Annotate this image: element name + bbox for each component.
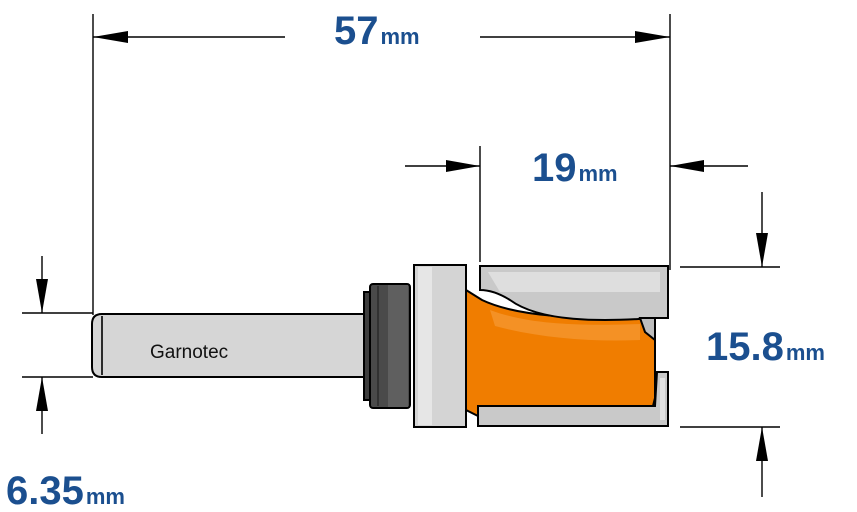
brand-label: Garnotec bbox=[150, 342, 228, 363]
overall-length-label: 57mm bbox=[334, 9, 420, 53]
shank bbox=[91, 313, 369, 378]
cutting-diameter-label: 15.8mm bbox=[706, 325, 825, 369]
router-bit: Garnotec bbox=[91, 264, 669, 428]
shank-diameter-label: 6.35mm bbox=[6, 469, 125, 512]
dimension-lines bbox=[22, 14, 780, 497]
bearing bbox=[363, 283, 411, 409]
bottom-blade bbox=[477, 371, 669, 427]
dimension-labels: 57mm 19mm 15.8mm 6.35mm bbox=[6, 9, 825, 512]
cutting-length-label: 19mm bbox=[532, 146, 618, 190]
